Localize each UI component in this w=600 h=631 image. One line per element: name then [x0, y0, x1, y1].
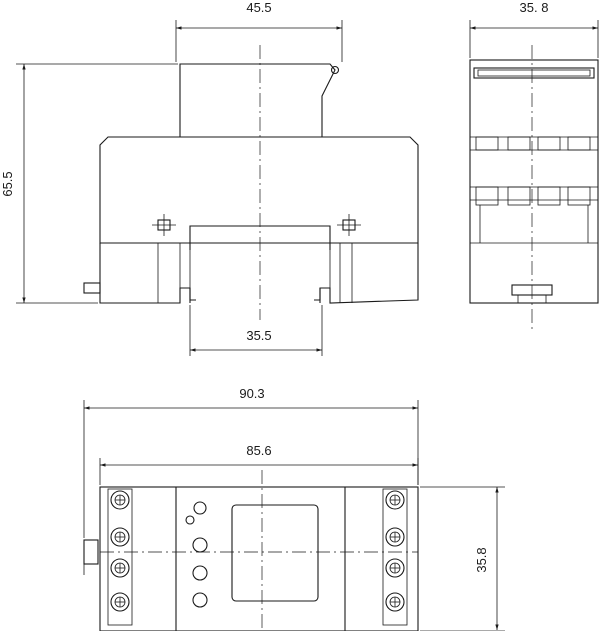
- dim-total-width: 90.3: [83, 386, 419, 538]
- dim-front-height-label: 35.8: [474, 547, 489, 572]
- front-elevation-view: [83, 45, 419, 320]
- dim-side-width: 35. 8: [469, 0, 599, 58]
- left-terminal-screws: [107, 488, 133, 626]
- right-terminal-screws: [382, 488, 408, 626]
- dim-height: 65.5: [0, 63, 178, 304]
- dim-body-width: 85.6: [99, 443, 419, 485]
- dim-total-width-label: 90.3: [239, 386, 264, 401]
- dim-top-width: 45.5: [175, 0, 343, 62]
- side-elevation-view: [469, 45, 599, 330]
- dim-rail-width-label: 35.5: [246, 328, 271, 343]
- dim-front-height: 35.8: [420, 486, 505, 631]
- dim-height-label: 65.5: [0, 171, 15, 196]
- dim-rail-width: 35.5: [189, 305, 323, 356]
- dim-body-width-label: 85.6: [246, 443, 271, 458]
- plan-view: [83, 470, 419, 631]
- dim-side-width-label: 35. 8: [520, 0, 549, 15]
- dim-top-width-label: 45.5: [246, 0, 271, 15]
